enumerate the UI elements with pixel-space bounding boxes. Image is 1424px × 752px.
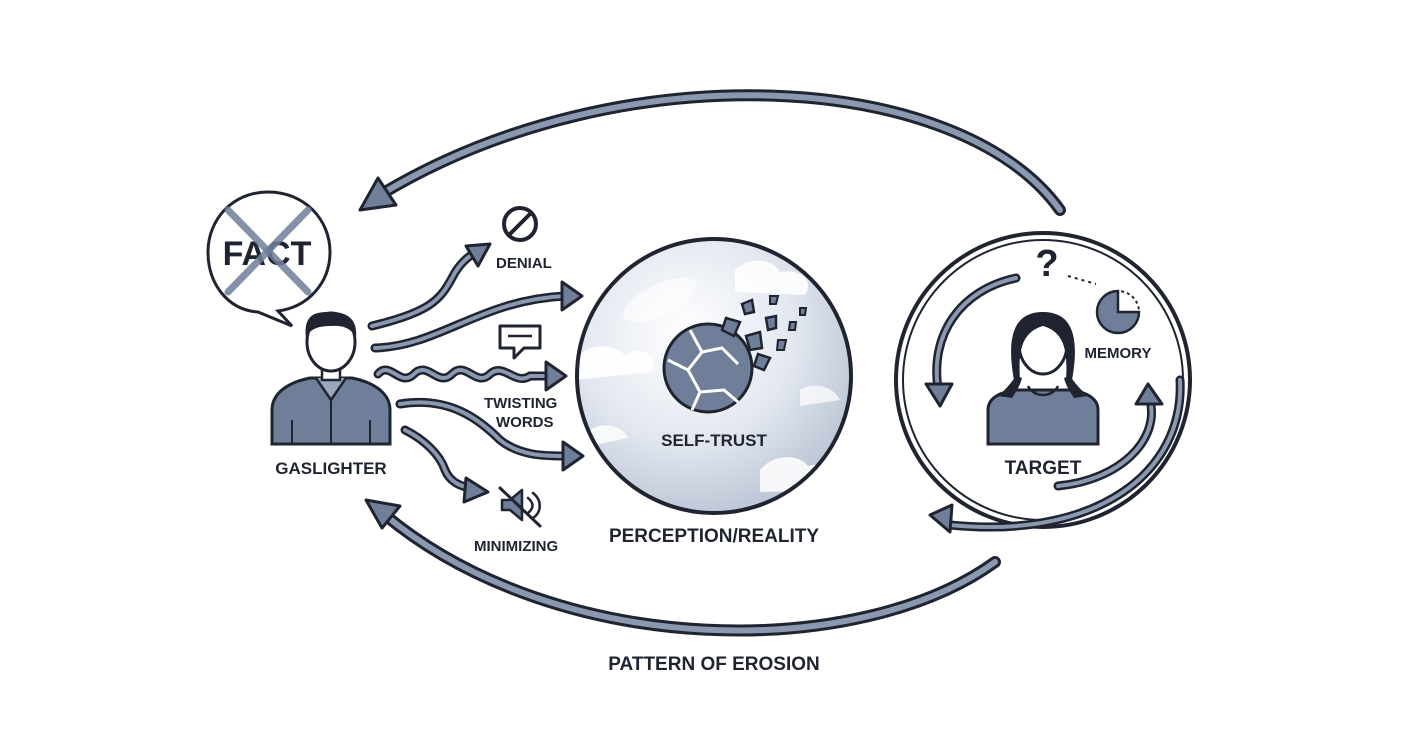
tactic-arrow-lower bbox=[395, 398, 585, 472]
memory-label: MEMORY bbox=[1085, 345, 1152, 362]
gaslighter-label: GASLIGHTER bbox=[275, 459, 386, 478]
twisting-label-line2: WORDS bbox=[496, 414, 554, 431]
pattern-of-erosion-label: PATTERN OF EROSION bbox=[608, 654, 819, 675]
cycle-arrow-bottom bbox=[364, 498, 1001, 637]
perception-reality-label: PERCEPTION/REALITY bbox=[609, 526, 819, 547]
tactic-arrow-twisting bbox=[373, 360, 568, 392]
question-mark: ? bbox=[1035, 243, 1058, 285]
tactic-arrow-denial bbox=[367, 242, 492, 331]
chat-bubble-icon bbox=[498, 324, 542, 360]
target-inner-arrow-left bbox=[924, 273, 1021, 408]
tactic-arrow-upper bbox=[370, 280, 584, 353]
target-inner-arrow-right bbox=[1053, 382, 1164, 491]
muted-speaker-icon bbox=[498, 486, 542, 528]
target-outer-arrow bbox=[928, 375, 1185, 534]
broken-globe-icon bbox=[662, 295, 808, 414]
minimizing-label: MINIMIZING bbox=[474, 538, 558, 555]
twisting-label-line1: TWISTING bbox=[484, 395, 557, 412]
self-trust-label: SELF-TRUST bbox=[661, 431, 767, 450]
denial-label: DENIAL bbox=[496, 255, 552, 272]
tactic-arrow-minimizing bbox=[400, 425, 490, 504]
memory-moon-icon bbox=[1095, 289, 1141, 335]
cycle-arrow-top bbox=[358, 89, 1066, 216]
fact-speech-bubble: FACT bbox=[206, 190, 332, 328]
target-label: TARGET bbox=[1005, 458, 1082, 479]
target-figure bbox=[986, 312, 1100, 446]
memory-dotted-line bbox=[1067, 275, 1097, 285]
no-sign-icon bbox=[502, 206, 538, 242]
gaslighter-figure bbox=[270, 311, 392, 446]
